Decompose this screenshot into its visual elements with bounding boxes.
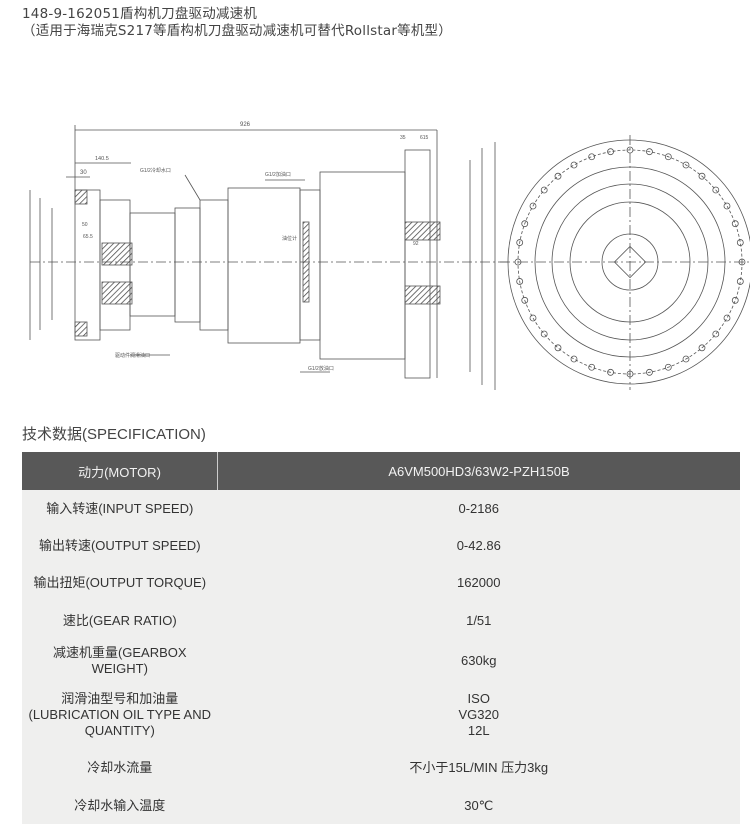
bolt-hole: [731, 220, 739, 228]
spec-heading: 技术数据(SPECIFICATION): [22, 426, 206, 443]
housing-1: [199, 199, 229, 331]
bolt-hole: [731, 296, 739, 304]
spline-hub-top: [101, 242, 133, 266]
title-line-2: （适用于海瑞克S217等盾构机刀盘驱动减速机可替代Rollstar等机型）: [22, 23, 452, 39]
label-lube-port: 驱动件润滑油口: [115, 352, 150, 359]
housing-3: [319, 171, 406, 360]
dim-30: 30: [80, 170, 87, 176]
output-flange: [404, 149, 431, 379]
row-value: 1/51: [466, 613, 492, 628]
row-value: 630kg: [461, 653, 497, 668]
row-label: 冷却水流量: [87, 760, 153, 775]
bolt-hole: [607, 148, 614, 156]
bolt-hole: [554, 172, 562, 180]
oil-gauge: [302, 221, 310, 303]
label-cooling-port: G1/2冷却水口: [140, 167, 171, 174]
bolt-hole: [698, 344, 706, 352]
bolt-hole: [540, 330, 548, 338]
bolt-hole: [588, 363, 596, 371]
bolt-hole: [554, 344, 562, 352]
row-value: 0-42.86: [456, 537, 501, 553]
spec-table: 动力(MOTOR) A6VM500HD3/63W2-PZH150B 输入转速(I…: [22, 452, 740, 824]
row-value: 30℃: [464, 798, 494, 813]
row-value: 不小于15L/MIN 压力3kg: [409, 760, 549, 775]
input-flange: [74, 189, 101, 341]
bolt-hole: [723, 314, 731, 322]
bolt-hole: [736, 239, 744, 246]
table-row: 输出转速(OUTPUT SPEED) 0-42.86: [22, 527, 740, 564]
table-row: 润滑油型号和加油量 (LUBRICATION OIL TYPE AND QUAN…: [22, 682, 740, 748]
bolt-hole: [626, 370, 634, 378]
bolt-hole: [736, 278, 744, 285]
table-row: 冷却水流量 不小于15L/MIN 压力3kg: [22, 748, 740, 788]
bolt-hole: [664, 153, 672, 161]
dim-92: 92: [413, 241, 419, 247]
header-label: 动力(MOTOR): [22, 452, 218, 490]
bolt-hole: [607, 368, 614, 376]
bolt-hole: [626, 146, 634, 154]
dim-35: 35: [400, 135, 406, 141]
bolt-hole: [682, 355, 690, 363]
end-view: [500, 135, 750, 390]
bolt-hole: [698, 172, 706, 180]
table-row: 速比(GEAR RATIO) 1/51: [22, 602, 740, 640]
bolt-holes: [514, 146, 746, 378]
dim-50: 50: [82, 222, 88, 228]
row-value: 162000: [457, 575, 501, 590]
label-fill-port: G1/2加油口: [265, 171, 291, 178]
bolt-hole: [516, 239, 524, 246]
bolt-hole: [738, 258, 746, 266]
row-value: ISO VG320 12L: [458, 691, 499, 738]
bolt-hole: [712, 330, 720, 338]
table-row: 冷却水输入温度 30℃: [22, 788, 740, 824]
label-oil-gauge: 油位计: [282, 235, 297, 242]
bolt-hole: [521, 220, 529, 228]
row-value: 0-2186: [458, 500, 499, 516]
document-title: 148-9-162051盾构机刀盘驱动减速机 （适用于海瑞克S217等盾构机刀盘…: [22, 6, 452, 40]
bolt-hole: [646, 368, 653, 376]
bolt-hole: [529, 202, 537, 210]
technical-drawing: 926 140.5 30 50 65.5 35 615 92 G1/2冷却水口 …: [29, 122, 750, 390]
bolt-hole: [521, 296, 529, 304]
title-line-1: 148-9-162051盾构机刀盘驱动减速机: [22, 6, 258, 22]
row-label: 减速机重量(GEARBOX WEIGHT): [52, 645, 187, 676]
row-label: 冷却水输入温度: [74, 798, 166, 813]
table-row: 减速机重量(GEARBOX WEIGHT) 630kg: [22, 640, 740, 682]
bolt-hole: [664, 363, 672, 371]
bolt-hole: [514, 258, 522, 266]
bolt-hole: [588, 153, 596, 161]
row-label: 输出扭矩(OUTPUT TORQUE): [33, 575, 207, 590]
bolt-hole: [570, 355, 578, 363]
dim-140-5: 140.5: [95, 156, 109, 162]
table-row: 输入转速(INPUT SPEED) 0-2186: [22, 490, 740, 527]
spline-hub-bottom: [101, 281, 133, 305]
row-label: 输出转速(OUTPUT SPEED): [38, 537, 201, 553]
dim-total: 926: [240, 122, 251, 128]
bolt-hole: [712, 186, 720, 194]
table-header-row: 动力(MOTOR) A6VM500HD3/63W2-PZH150B: [22, 452, 740, 490]
row-label: 润滑油型号和加油量 (LUBRICATION OIL TYPE AND QUAN…: [28, 691, 212, 738]
header-value: A6VM500HD3/63W2-PZH150B: [217, 452, 740, 490]
row-label: 输入转速(INPUT SPEED): [46, 500, 194, 516]
housing-2: [227, 187, 301, 344]
bolt-hole: [682, 161, 690, 169]
bolt-hole: [516, 278, 524, 285]
bolt-hole: [529, 314, 537, 322]
label-drain-port: G1/2放油口: [308, 365, 334, 372]
bolt-hole: [723, 202, 731, 210]
bolt-hole: [540, 186, 548, 194]
table-row: 输出扭矩(OUTPUT TORQUE) 162000: [22, 564, 740, 602]
bolt-hole: [646, 148, 653, 156]
bolt-hole: [570, 161, 578, 169]
row-label: 速比(GEAR RATIO): [62, 613, 177, 628]
dim-65-5: 65.5: [83, 234, 93, 240]
dim-615: 615: [420, 135, 429, 141]
